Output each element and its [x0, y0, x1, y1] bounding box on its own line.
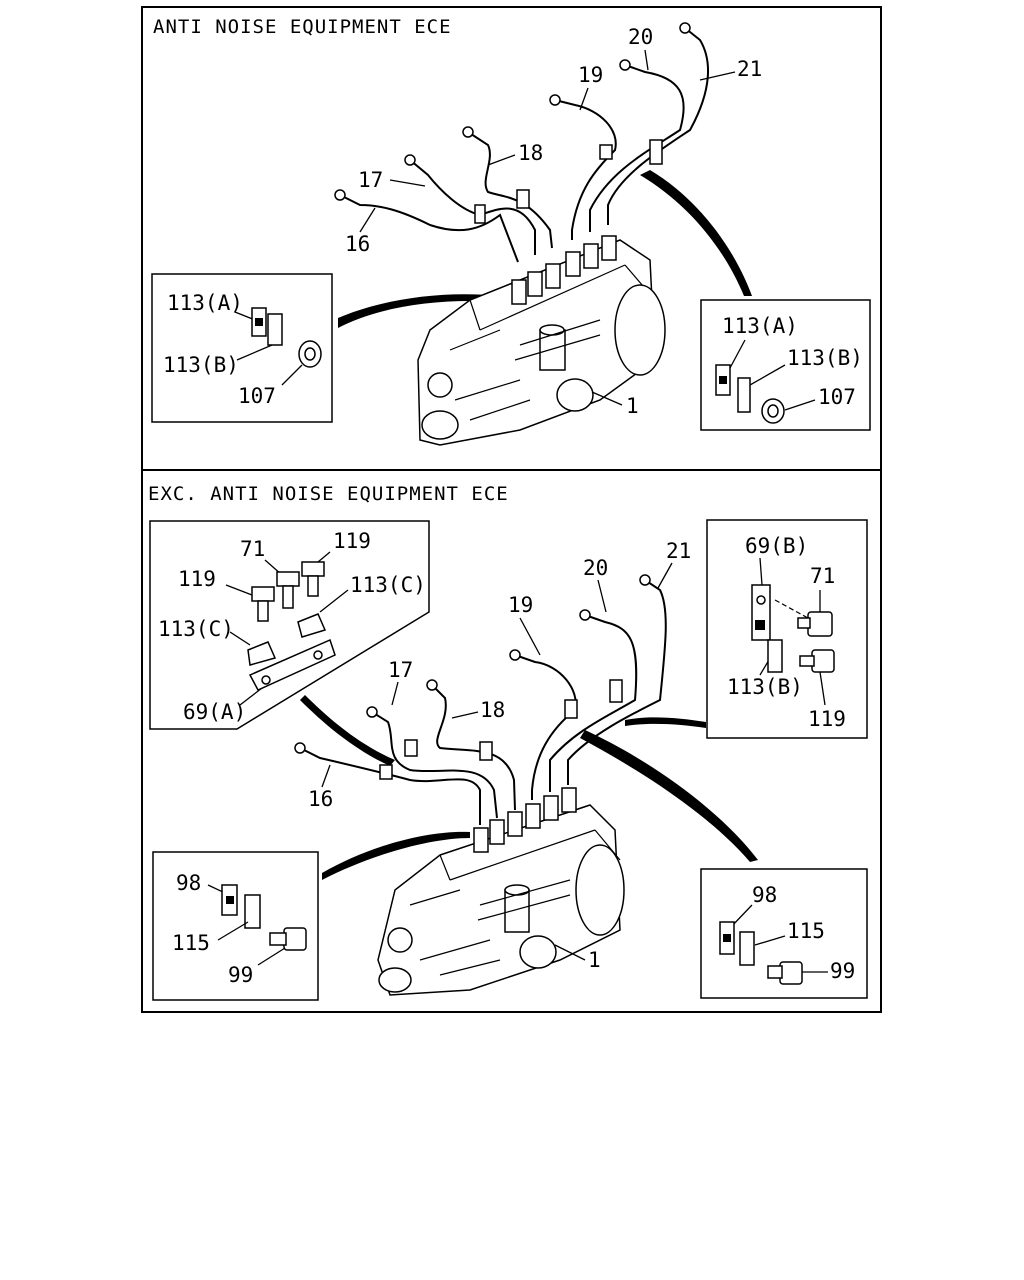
ul-inset-label-119b: 119 — [178, 567, 216, 591]
lr-inset-label-99: 99 — [830, 959, 855, 983]
diagram-frame — [141, 6, 882, 1013]
delivery-valves-top — [511, 235, 617, 305]
injection-pipes-bottom — [294, 574, 667, 825]
tr-inset-label-113b: 113(B) — [787, 346, 863, 370]
ll-inset-label-99: 99 — [228, 963, 253, 987]
ur-inset-label-69b: 69(B) — [745, 534, 808, 558]
bottom-lower-left-inset: 98 115 99 — [152, 851, 319, 1001]
tl-inset-label-107: 107 — [238, 384, 276, 408]
lr-inset-label-98: 98 — [752, 883, 777, 907]
top-label-16: 16 — [345, 232, 370, 256]
ur-inset-label-119: 119 — [808, 707, 846, 731]
bottom-lower-right-inset: 98 115 99 — [700, 868, 868, 999]
ll-inset-label-115: 115 — [172, 931, 210, 955]
bottom-section-title: EXC. ANTI NOISE EQUIPMENT ECE — [148, 483, 509, 505]
top-label-21: 21 — [737, 57, 762, 81]
ul-inset-label-113c-right: 113(C) — [350, 573, 426, 597]
top-left-inset: 113(A) 113(B) 107 — [151, 273, 333, 423]
bottom-upper-left-inset: 71 119 119 113(C) 113(C) 69(A) — [149, 520, 430, 730]
leader-band-right — [640, 170, 752, 296]
leader-band-bottom-left — [322, 831, 470, 880]
bottom-label-16: 16 — [308, 787, 333, 811]
bottom-label-17: 17 — [388, 658, 413, 682]
top-right-inset: 113(A) 113(B) 107 — [700, 299, 871, 431]
tl-inset-label-113b: 113(B) — [163, 353, 239, 377]
leader-band-upper-right — [625, 717, 706, 728]
ll-inset-label-98: 98 — [176, 871, 201, 895]
bottom-section: EXC. ANTI NOISE EQUIPMENT ECE — [148, 483, 868, 1001]
top-label-20: 20 — [628, 25, 653, 49]
leader-band-bottom-right — [580, 730, 758, 862]
ul-inset-label-69a: 69(A) — [183, 700, 246, 724]
ul-inset-label-119a: 119 — [333, 529, 371, 553]
tr-inset-label-107: 107 — [818, 385, 856, 409]
top-label-1: 1 — [626, 394, 639, 418]
delivery-valves-bottom — [473, 787, 577, 853]
ur-inset-label-71: 71 — [810, 564, 835, 588]
bottom-label-18: 18 — [480, 698, 505, 722]
bottom-label-19: 19 — [508, 593, 533, 617]
bottom-upper-right-inset: 69(B) 71 113(B) 119 — [706, 519, 868, 739]
injection-pipes-top — [334, 22, 709, 263]
lr-inset-label-115: 115 — [787, 919, 825, 943]
ul-inset-label-71: 71 — [240, 537, 265, 561]
top-section-title: ANTI NOISE EQUIPMENT ECE — [153, 16, 452, 38]
top-section: ANTI NOISE EQUIPMENT ECE — [151, 16, 871, 446]
bottom-label-20: 20 — [583, 556, 608, 580]
top-label-19: 19 — [578, 63, 603, 87]
top-label-18: 18 — [518, 141, 543, 165]
ul-inset-label-113c-left: 113(C) — [158, 617, 234, 641]
tl-inset-label-113a: 113(A) — [167, 291, 243, 315]
leader-band-upper-left — [300, 695, 395, 766]
top-label-17: 17 — [358, 168, 383, 192]
bottom-label-21: 21 — [666, 539, 691, 563]
bottom-label-1: 1 — [588, 948, 601, 972]
ur-inset-label-113b: 113(B) — [727, 675, 803, 699]
tr-inset-label-113a: 113(A) — [722, 314, 798, 338]
